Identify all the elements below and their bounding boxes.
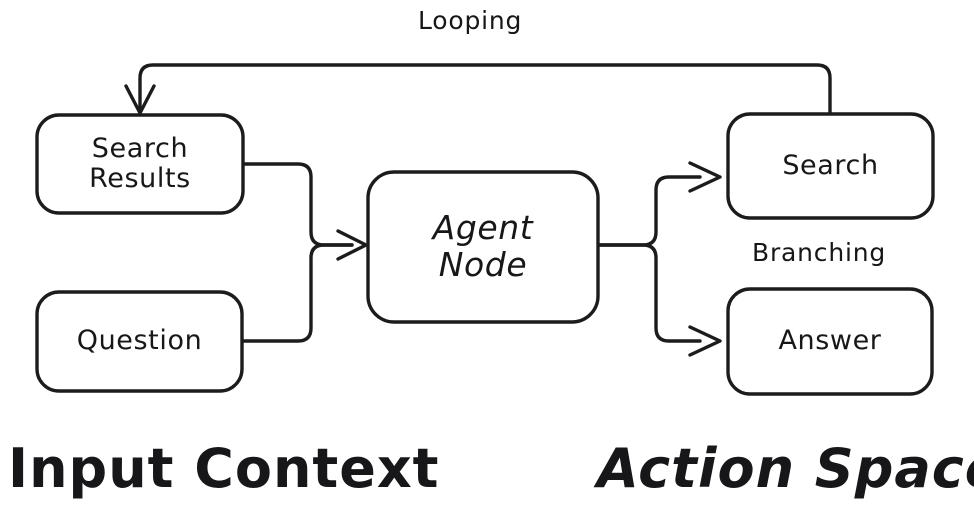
node-box-question[interactable]	[35, 290, 244, 393]
node-box-answer[interactable]	[726, 287, 934, 396]
section-label-action-space: Action Space	[597, 437, 974, 500]
node-label-answer: Answer	[778, 325, 882, 357]
node-box-search[interactable]	[726, 112, 935, 220]
question-to-agent-path	[240, 243, 354, 343]
looping-edge-path	[138, 63, 832, 116]
node-box-agent-node[interactable]	[366, 170, 600, 324]
node-label-question: Question	[76, 325, 203, 357]
agent-node-output-path	[596, 175, 702, 247]
node-label-search-results: Search Results	[89, 132, 191, 194]
looping-edge-arrowhead	[124, 84, 156, 115]
agent-node-output-path-lower	[596, 243, 702, 343]
node-label-search: Search	[782, 149, 879, 181]
answer-input-arrowhead	[688, 325, 722, 357]
search-input-arrowhead	[688, 161, 722, 193]
edge-label-looping: Looping	[418, 6, 523, 35]
section-label-input-context: Input Context	[8, 437, 440, 500]
node-label-agent-node: Agent Node	[432, 208, 534, 284]
edge-label-branching: Branching	[752, 238, 887, 267]
node-box-search-results[interactable]	[35, 113, 245, 215]
agent-node-input-arrowhead	[336, 229, 368, 261]
search-results-to-agent-path	[241, 162, 354, 247]
